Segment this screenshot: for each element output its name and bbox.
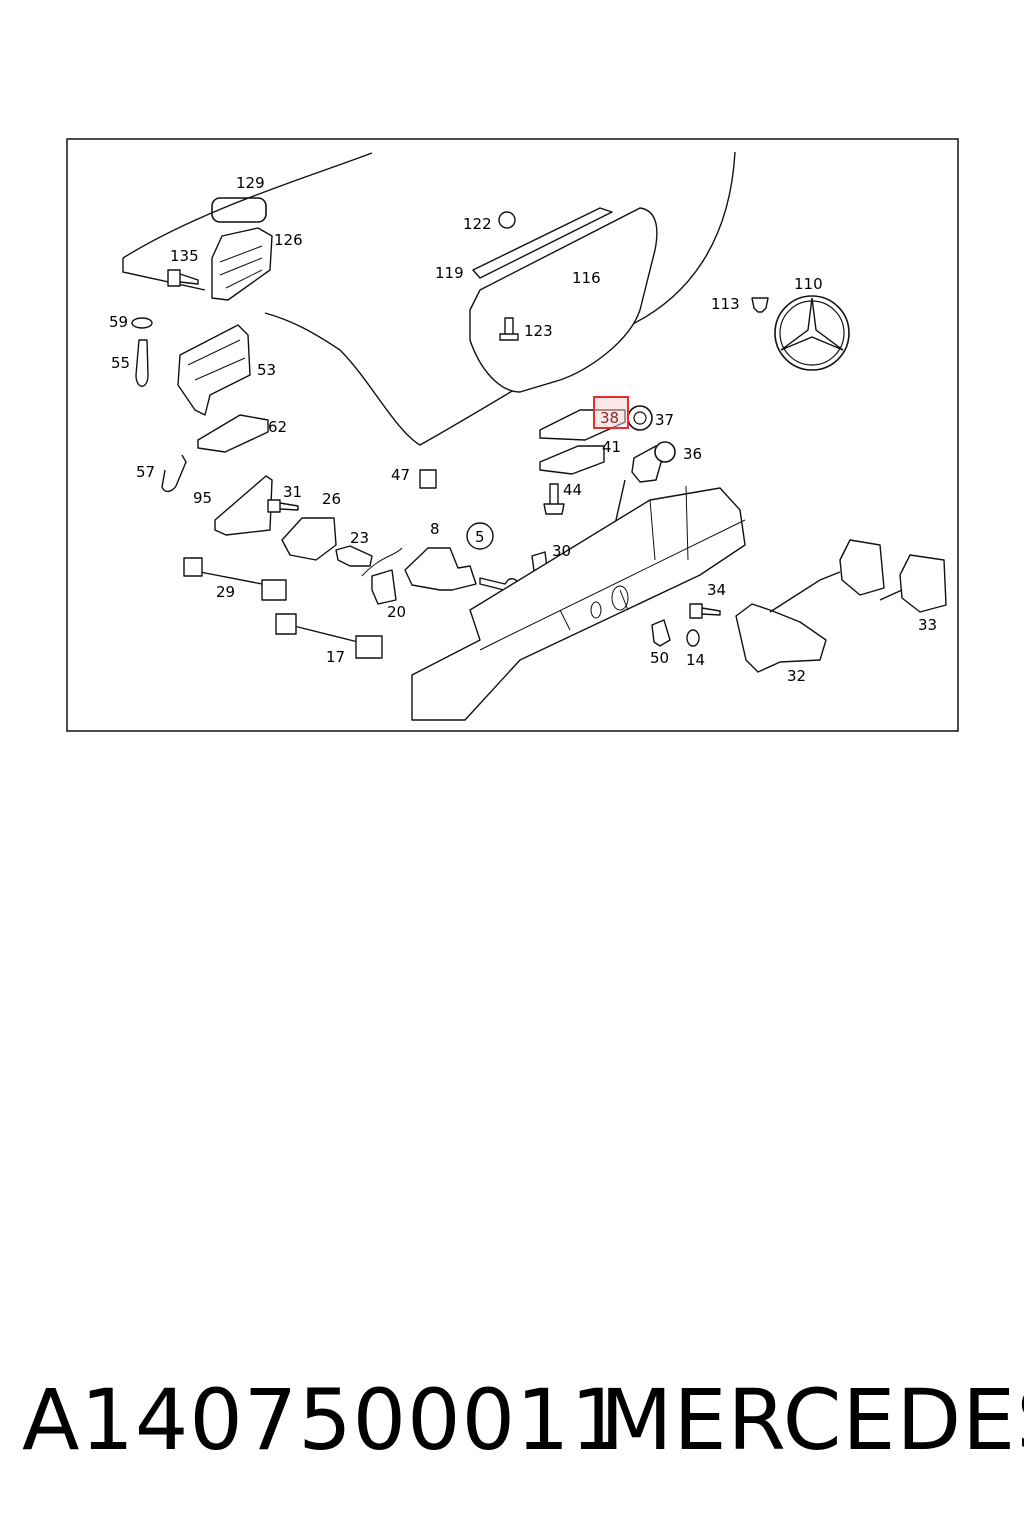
label-135: 135	[170, 247, 199, 265]
actuator-20	[371, 569, 397, 605]
connector-17b	[355, 635, 383, 659]
label-119: 119	[435, 264, 464, 282]
cover-plate	[197, 414, 269, 453]
label-110: 110	[794, 275, 823, 293]
label-14: 14	[686, 651, 705, 669]
screw-icon-31	[267, 499, 299, 513]
label-47: 47	[391, 466, 410, 484]
label-26: 26	[322, 490, 341, 508]
label-32: 32	[787, 667, 806, 685]
label-17: 17	[326, 648, 345, 666]
label-55: 55	[111, 354, 130, 372]
screw-icon	[499, 317, 519, 341]
washer-icon	[131, 317, 153, 329]
bolt-icon	[167, 269, 199, 287]
clip-icon	[751, 297, 769, 313]
parts-diagram: 129 126 135 122 119 116 123 113 110 59 5…	[66, 138, 959, 732]
label-122: 122	[463, 215, 492, 233]
label-57: 57	[136, 463, 155, 481]
cable-29	[199, 571, 263, 585]
label-20: 20	[387, 603, 406, 621]
label-95: 95	[193, 489, 212, 507]
label-36: 36	[683, 445, 702, 463]
label-31: 31	[283, 483, 302, 501]
label-126: 126	[274, 231, 303, 249]
star-emblem-icon	[774, 295, 850, 371]
tool-icon	[135, 339, 149, 387]
connector-29b	[261, 579, 287, 601]
light-housing	[211, 227, 273, 301]
label-116: 116	[572, 269, 601, 287]
motor-33	[899, 554, 947, 613]
label-59: 59	[109, 313, 128, 331]
bolt-icon-34	[689, 603, 721, 619]
latch-32	[735, 603, 827, 673]
label-129: 129	[236, 174, 265, 192]
label-37: 37	[655, 411, 674, 429]
hook-icon	[161, 454, 187, 493]
highlight-box	[593, 396, 629, 429]
label-34: 34	[707, 581, 726, 599]
plug-36	[631, 441, 676, 483]
bracket	[214, 475, 273, 536]
grommet-47	[419, 469, 437, 489]
label-30: 30	[552, 542, 571, 560]
plate-41	[539, 445, 605, 475]
switch-26	[281, 517, 337, 561]
connector-17a	[275, 613, 297, 635]
label-62: 62	[268, 418, 287, 436]
clip-50	[651, 619, 671, 647]
cable-17	[293, 625, 359, 643]
seal-ring	[211, 197, 267, 223]
label-8: 8	[430, 520, 440, 538]
label-41: 41	[602, 438, 621, 456]
trim-panel	[469, 207, 658, 393]
label-23: 23	[350, 529, 369, 547]
lock-cylinder	[404, 547, 477, 591]
brand-name: MERCEDES	[600, 1371, 1024, 1469]
label-123: 123	[524, 322, 553, 340]
label-5: 5	[475, 528, 485, 546]
label-53: 53	[257, 361, 276, 379]
connector-29a	[183, 557, 203, 577]
caption: A1407500011 MERCEDES	[0, 1370, 1024, 1470]
trim-strip	[472, 207, 613, 279]
callout-circle	[466, 522, 494, 550]
label-44: 44	[563, 481, 582, 499]
nut-icon	[498, 211, 516, 229]
rear-panel	[411, 487, 746, 721]
label-50: 50	[650, 649, 669, 667]
label-38: 38	[600, 409, 619, 427]
grommet-37	[627, 405, 653, 431]
clip-23	[335, 545, 373, 567]
diagram-frame	[66, 138, 959, 732]
washer-14	[686, 629, 700, 647]
label-113: 113	[711, 295, 740, 313]
label-33: 33	[918, 616, 937, 634]
label-29: 29	[216, 583, 235, 601]
part-number: A1407500011	[22, 1371, 625, 1469]
bolt-icon-44	[543, 483, 565, 515]
latch-body	[177, 324, 251, 416]
cable-32	[769, 571, 841, 613]
motor-upper	[839, 539, 885, 596]
